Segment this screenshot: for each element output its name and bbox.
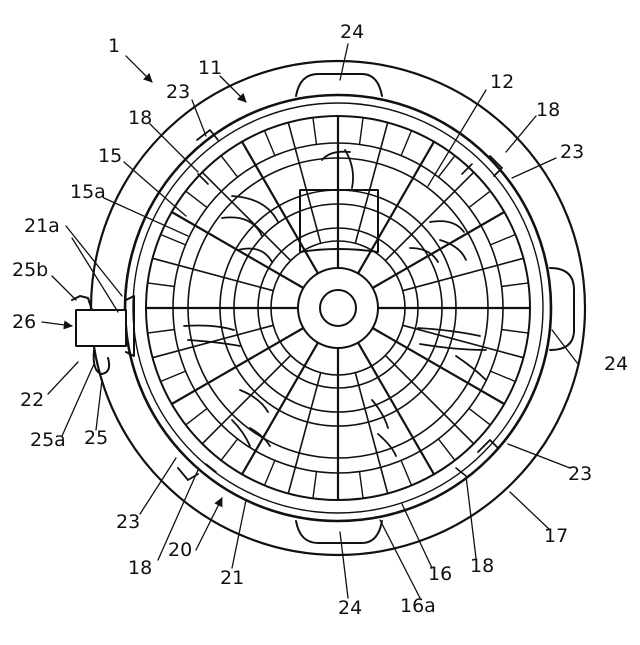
label-15: 15 bbox=[98, 145, 122, 167]
grille-outer-rib bbox=[161, 235, 186, 245]
label-21: 21 bbox=[220, 567, 244, 589]
label-16: 16 bbox=[428, 563, 452, 585]
hub-outer bbox=[298, 268, 378, 348]
grille-outer-rib bbox=[401, 460, 411, 485]
top-mount-tab-24 bbox=[296, 74, 382, 96]
label-15a: 15a bbox=[70, 181, 106, 203]
label-23-bottom-right: 23 bbox=[568, 463, 592, 485]
grille-outer-rib bbox=[161, 371, 186, 381]
label-23-top-right: 23 bbox=[560, 141, 584, 163]
grille-outer-rib bbox=[438, 156, 455, 177]
label-18-top-right: 18 bbox=[536, 99, 560, 121]
grille-outer-rib bbox=[360, 118, 364, 145]
grille-outer-rib bbox=[313, 118, 317, 145]
grille-outer-rib bbox=[469, 408, 490, 425]
label-25a: 25a bbox=[30, 429, 66, 451]
label-11: 11 bbox=[198, 57, 222, 79]
grille-outer-rib bbox=[401, 131, 411, 156]
grille-spoke bbox=[385, 172, 473, 260]
label-23-top-left: 23 bbox=[166, 81, 190, 103]
label-25b: 25b bbox=[12, 259, 48, 281]
label-22: 22 bbox=[20, 389, 44, 411]
grille-outer-rib bbox=[490, 371, 515, 381]
label-26: 26 bbox=[12, 311, 36, 333]
grille-outer-rib bbox=[490, 235, 515, 245]
grille-outer-rib bbox=[221, 439, 238, 460]
bottom-mount-tab-24 bbox=[296, 521, 382, 543]
grille-spoke bbox=[202, 355, 290, 443]
label-18-top-left: 18 bbox=[128, 107, 152, 129]
grille-outer-rib bbox=[221, 156, 238, 177]
label-16a: 16a bbox=[400, 595, 436, 617]
grille-outer-rib bbox=[148, 283, 175, 287]
grille-outer-rib bbox=[469, 191, 490, 208]
label-23-bottom-left: 23 bbox=[116, 511, 140, 533]
grille-outer-rib bbox=[502, 330, 529, 334]
label-24-bottom: 24 bbox=[338, 597, 362, 619]
grille-outer-rib bbox=[360, 472, 364, 499]
grille-outer-rib bbox=[265, 460, 275, 485]
label-18-bottom-left: 18 bbox=[128, 557, 152, 579]
label-25: 25 bbox=[84, 427, 108, 449]
grille-outer-rib bbox=[148, 330, 175, 334]
label-17: 17 bbox=[544, 525, 568, 547]
grille-outer-rib bbox=[438, 439, 455, 460]
right-mount-tab-24 bbox=[550, 268, 574, 350]
label-21a: 21a bbox=[24, 215, 60, 237]
grille-outer-rib bbox=[186, 408, 207, 425]
label-20: 20 bbox=[168, 539, 192, 561]
label-24-top: 24 bbox=[340, 21, 364, 43]
label-18-bottom-right: 18 bbox=[470, 555, 494, 577]
grille-outer-rib bbox=[186, 191, 207, 208]
label-1: 1 bbox=[108, 35, 120, 57]
label-12: 12 bbox=[490, 71, 514, 93]
grille-outer-rib bbox=[265, 131, 275, 156]
grille-outer-rib bbox=[313, 472, 317, 499]
label-24-right: 24 bbox=[604, 353, 628, 375]
grille-spoke bbox=[385, 355, 473, 443]
grille-outer-rib bbox=[502, 283, 529, 287]
grille-spoke bbox=[202, 172, 290, 260]
